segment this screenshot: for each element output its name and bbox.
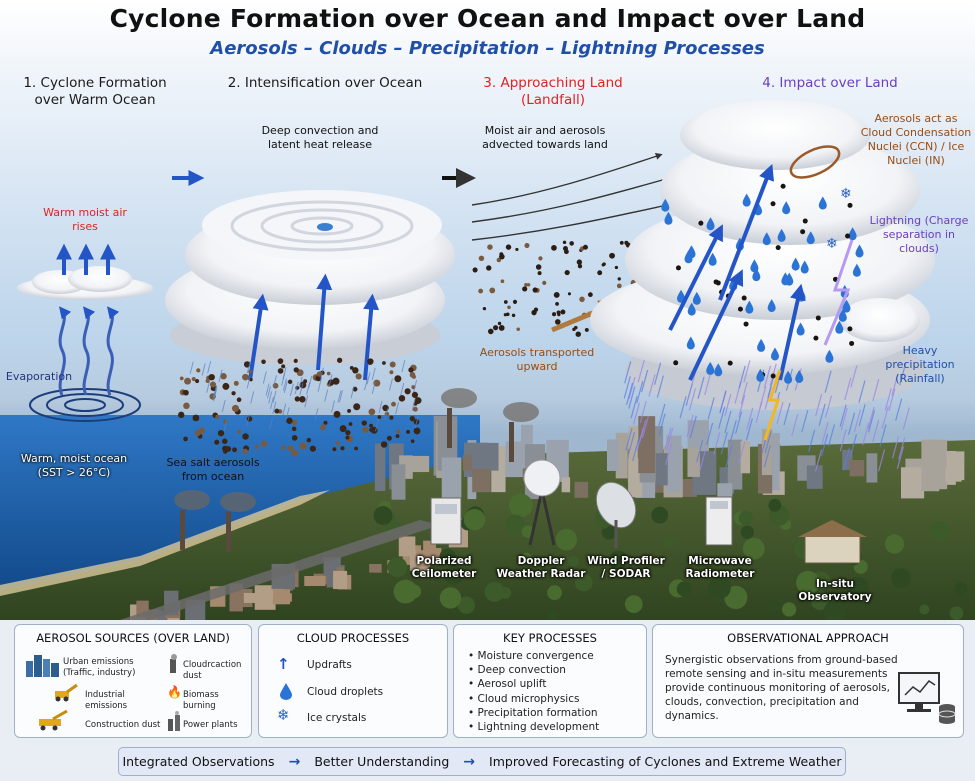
- aerosol-sources-title: AEROSOL SOURCES (OVER LAND): [36, 631, 230, 645]
- source-dust: Cloudrcaction dust: [183, 660, 242, 681]
- ccn-label: Aerosols act as Cloud Condensation Nucle…: [860, 112, 972, 167]
- list-item: Aerosol uplift: [468, 677, 599, 691]
- key-processes-title: KEY PROCESSES: [503, 631, 597, 645]
- microwave-radiometer: [705, 496, 733, 546]
- ocean-rain: [189, 360, 419, 432]
- summary-step-3: Improved Forecasting of Cyclones and Ext…: [489, 754, 842, 769]
- source-biomass: Biomass burning: [183, 690, 219, 711]
- key-processes-panel: KEY PROCESSES Moisture convergence Deep …: [453, 624, 647, 738]
- source-industrial: Industrial emissions: [85, 690, 128, 711]
- source-urban: Urban emissions (Traffic, industry): [63, 657, 136, 678]
- microwave-radiometer-label: Microwave Radiometer: [685, 555, 755, 580]
- ccn-swirl: [789, 145, 841, 179]
- stage-3-label: 3. Approaching Land (Landfall): [483, 75, 623, 108]
- crane-truck-icon: [39, 709, 68, 731]
- stage-4-label: 4. Impact over Land: [762, 75, 898, 91]
- sea-salt-label: Sea salt aerosols from ocean: [166, 456, 260, 483]
- chimney-icon: [170, 654, 177, 673]
- summary-step-2: Better Understanding: [314, 754, 450, 769]
- summary-step-1: Integrated Observations: [122, 754, 275, 769]
- aerosols-transported-label: Aerosols transported upward: [479, 346, 595, 373]
- stage-1-label: 1. Cyclone Formation over Warm Ocean: [23, 75, 167, 108]
- moist-air-label: Moist air and aerosols advected towards …: [482, 124, 608, 151]
- observatory-building: [798, 520, 867, 564]
- page-title: Cyclone Formation over Ocean and Impact …: [109, 4, 866, 33]
- observational-approach-panel: OBSERVATIONAL APPROACH Synergistic obser…: [652, 624, 964, 738]
- aerosol-sources-panel: AEROSOL SOURCES (OVER LAND) Urban emissi…: [14, 624, 252, 738]
- fire-icon: 🔥: [167, 685, 182, 699]
- evaporation-label: Evaporation: [5, 370, 73, 383]
- warm-ocean-label: Warm, moist ocean (SST > 26°C): [20, 452, 128, 479]
- ceilometer-label: Polarized Ceilometer: [411, 555, 477, 580]
- deep-convection-label: Deep convection and latent heat release: [261, 124, 379, 151]
- observational-approach-text: Synergistic observations from ground-bas…: [665, 654, 898, 722]
- snowflake-icon: ❄: [840, 186, 852, 202]
- lightning-label: Lightning (Charge separation in clouds): [869, 214, 969, 255]
- city-icon: [26, 655, 59, 677]
- warm-moist-air-label: Warm moist air rises: [43, 206, 127, 233]
- cyclone-updrafts: [248, 273, 380, 381]
- summary-bar: Integrated Observations → Better Underst…: [118, 747, 846, 776]
- road: [120, 520, 440, 620]
- list-item: Moisture convergence: [468, 649, 599, 663]
- warm-air-arrows: [56, 243, 116, 275]
- cloud-processes-title: CLOUD PROCESSES: [296, 631, 410, 645]
- excavator-icon: [55, 683, 78, 702]
- droplet-icon: [280, 683, 292, 700]
- process-ice-crystals: Ice crystals: [307, 712, 367, 724]
- weather-radar-label: Doppler Weather Radar: [496, 555, 586, 580]
- arrow-right-icon: →: [463, 753, 476, 770]
- wind-profiler-label: Wind Profiler / SODAR: [587, 555, 665, 580]
- weather-radar: [523, 459, 561, 546]
- source-construction: Construction dust: [85, 720, 161, 730]
- page-subtitle: Aerosols – Clouds – Precipitation – Ligh…: [210, 38, 765, 59]
- list-item: Deep convection: [468, 663, 599, 677]
- stage-2-label: 2. Intensification over Ocean: [227, 75, 423, 91]
- cyclone-cloud: [165, 190, 455, 365]
- wind-profiler: [595, 481, 637, 548]
- snowflake-icon: ❄: [826, 236, 838, 252]
- storm-cloud: [590, 100, 935, 410]
- process-cloud-droplets: Cloud droplets: [307, 686, 384, 698]
- observational-approach-title: OBSERVATIONAL APPROACH: [727, 631, 889, 645]
- arrow-right-icon: →: [288, 753, 301, 770]
- heavy-precip-label: Heavy precipitation (Rainfall): [885, 344, 955, 385]
- small-cloud: [17, 266, 153, 300]
- power-plant-icon: [168, 711, 180, 731]
- diagram-scene: ❄ ❄ Cyclone Formation over Ocean and Imp…: [0, 0, 975, 620]
- key-processes-list: Moisture convergence Deep convection Aer…: [468, 649, 600, 734]
- list-item: Cloud microphysics: [468, 692, 599, 706]
- lightning-bolt: [823, 239, 854, 346]
- lightning-bolt-small: [763, 369, 782, 441]
- source-power-plants: Power plants: [183, 720, 238, 730]
- rising-air-arrows: [58, 306, 120, 396]
- scene-illustration: ❄ ❄: [0, 100, 975, 620]
- process-updrafts: Updrafts: [307, 659, 352, 671]
- observatory-label: In-situ Observatory: [798, 578, 872, 603]
- list-item: Lightning development: [468, 720, 600, 734]
- list-item: Precipitation formation: [468, 706, 599, 720]
- snowflake-icon: ❄: [277, 706, 290, 724]
- cloud-processes-panel: CLOUD PROCESSES ↑ Updrafts Cloud droplet…: [258, 624, 448, 738]
- monitor-chart-icon: [898, 672, 956, 724]
- ceilometer: [430, 497, 462, 545]
- arrow-up-icon: ↑: [277, 655, 290, 673]
- storm-updrafts: [668, 164, 806, 381]
